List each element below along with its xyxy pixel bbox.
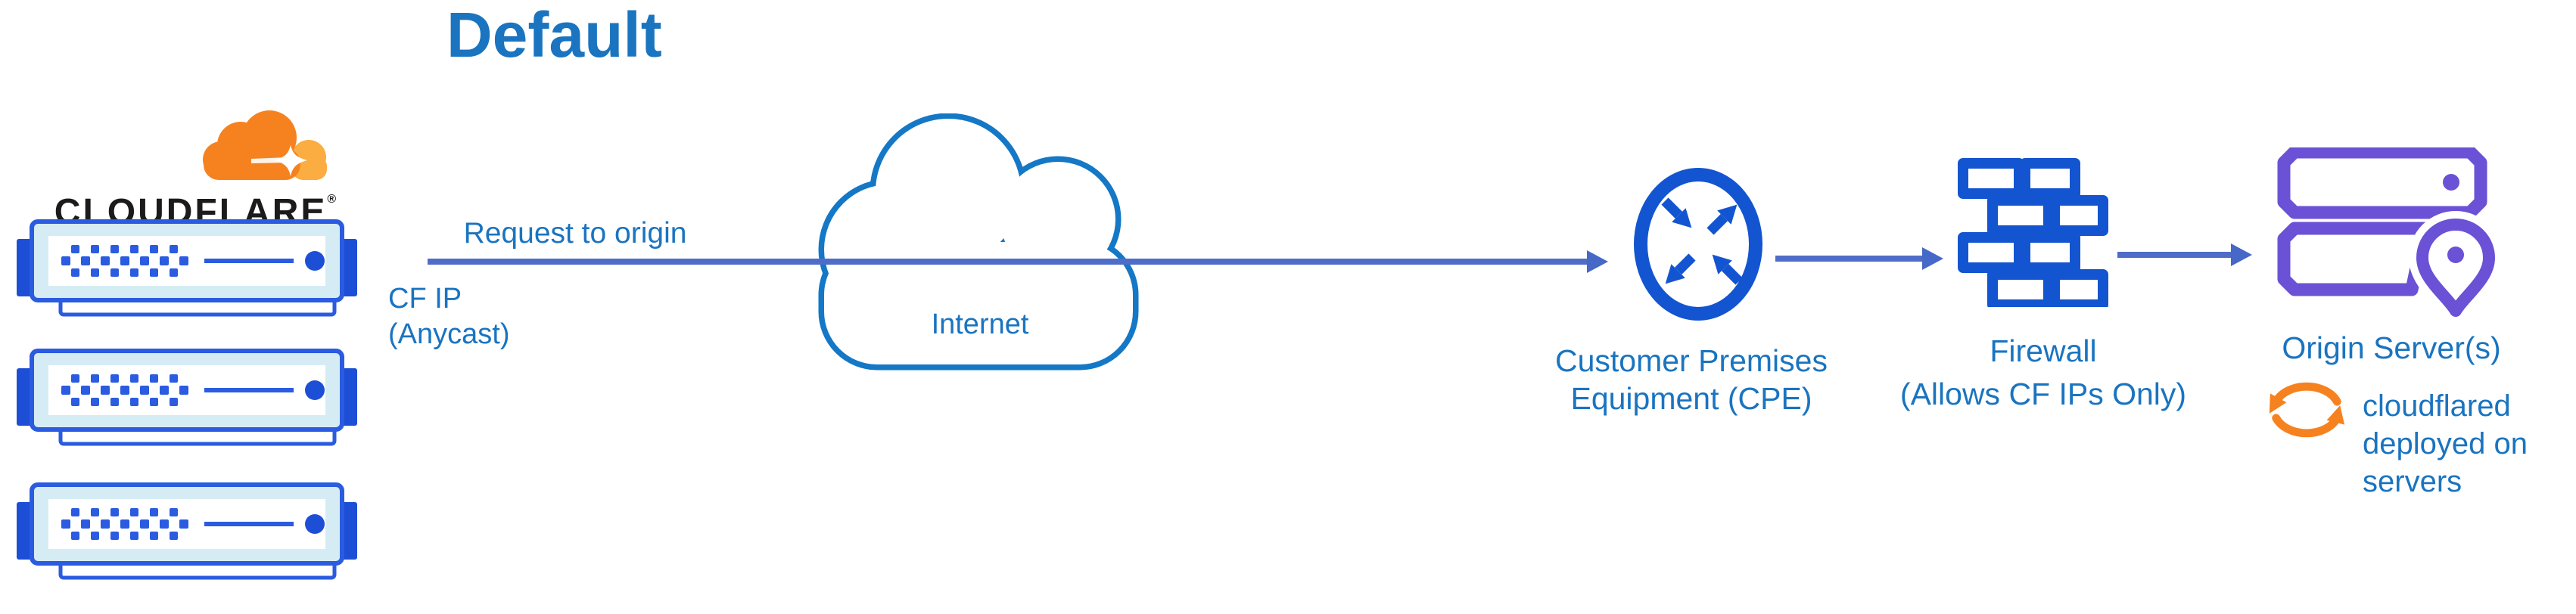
sync-refresh-icon bbox=[2269, 382, 2345, 438]
arrow-head-icon bbox=[1587, 250, 1608, 273]
cloudflared-note-line1: cloudflared bbox=[2363, 389, 2511, 423]
origin-servers-label: Origin Server(s) bbox=[2282, 330, 2501, 365]
cpe-router-icon bbox=[1634, 168, 1762, 321]
origin-servers-icon bbox=[2277, 147, 2499, 321]
cloudflared-note-line3: servers bbox=[2363, 465, 2462, 498]
firewall-label: Firewall (Allows CF IPs Only) bbox=[1892, 330, 2195, 416]
location-pin-icon bbox=[2416, 219, 2495, 317]
firewall-to-origin-line bbox=[2117, 252, 2231, 258]
cf-ip-line: CF IP bbox=[388, 283, 462, 315]
cloudflare-server-icon bbox=[17, 349, 357, 448]
cpe-label-line2: Equipment (CPE) bbox=[1570, 381, 1812, 416]
firewall-label-line1: Firewall bbox=[1990, 333, 2097, 368]
firewall-label-line2: (Allows CF IPs Only) bbox=[1899, 377, 2187, 411]
cpe-label-line1: Customer Premises bbox=[1555, 343, 1828, 378]
anycast-line: (Anycast) bbox=[388, 318, 510, 350]
arrow-head-icon bbox=[1922, 247, 1943, 270]
request-to-origin-line bbox=[428, 259, 1588, 265]
cloudflare-server-icon bbox=[17, 219, 357, 317]
internet-label: Internet bbox=[931, 309, 1029, 340]
firewall-icon bbox=[1958, 158, 2108, 307]
internet-cloud-icon bbox=[818, 113, 1139, 371]
cpe-label: Customer Premises Equipment (CPE) bbox=[1540, 342, 1843, 417]
arrow-head-icon bbox=[2231, 243, 2252, 266]
cloudflared-note: cloudflared deployed on servers bbox=[2363, 387, 2528, 501]
cloudflare-server-icon bbox=[17, 482, 357, 582]
cloudflare-logo-icon bbox=[203, 110, 327, 180]
request-to-origin-label: Request to origin bbox=[463, 217, 687, 250]
registered-trademark: ® bbox=[327, 193, 337, 206]
page-title: Default bbox=[446, 0, 662, 70]
cf-ip-anycast-label: CF IP (Anycast) bbox=[388, 281, 509, 352]
cpe-to-firewall-line bbox=[1775, 256, 1922, 262]
cloudflared-note-line2: deployed on bbox=[2363, 427, 2528, 460]
